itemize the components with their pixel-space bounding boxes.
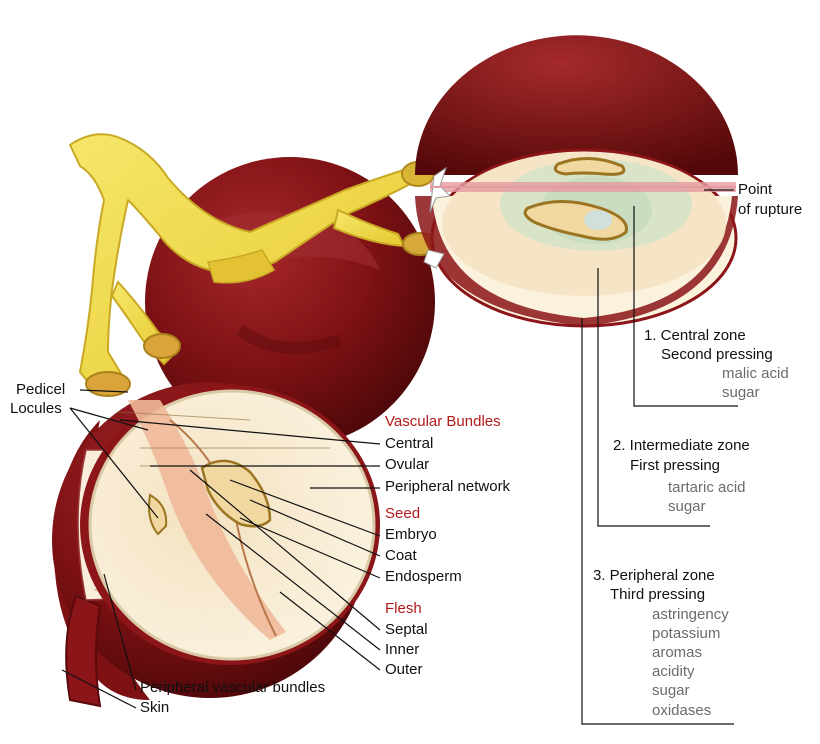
zone-pressing: First pressing bbox=[630, 457, 721, 474]
label-embryo: Embryo bbox=[385, 526, 437, 543]
zone-pressing: Third pressing bbox=[610, 586, 706, 603]
zone-component: potassium bbox=[652, 625, 721, 642]
label-outer: Outer bbox=[385, 661, 423, 678]
zone-component: sugar bbox=[652, 682, 690, 699]
label-of-rupture: of rupture bbox=[738, 201, 803, 218]
label-peripheral-network: Peripheral network bbox=[385, 478, 511, 495]
zone-title: 1. Central zone bbox=[644, 327, 746, 344]
zone-component: oxidases bbox=[652, 702, 712, 719]
grape-cross-section-icon bbox=[415, 35, 738, 328]
label-inner: Inner bbox=[385, 641, 420, 658]
zone-component: tartaric acid bbox=[668, 479, 746, 496]
label-coat: Coat bbox=[385, 547, 417, 564]
zone-component: sugar bbox=[722, 384, 760, 401]
header-vascular-bundles: Vascular Bundles bbox=[385, 413, 501, 430]
zone-pressing: Second pressing bbox=[661, 346, 773, 363]
zone-component: aromas bbox=[652, 644, 703, 661]
header-seed: Seed bbox=[385, 505, 421, 522]
label-peripheral-vascular-bundles: Peripheral vascular bundles bbox=[140, 679, 326, 696]
label-septal: Septal bbox=[385, 621, 428, 638]
header-flesh: Flesh bbox=[385, 600, 422, 617]
zone-component: malic acid bbox=[722, 365, 789, 382]
label-pedicel: Pedicel bbox=[16, 381, 66, 398]
grape-longitudinal-section-icon bbox=[52, 382, 380, 708]
label-point: Point bbox=[738, 181, 773, 198]
label-ovular: Ovular bbox=[385, 456, 430, 473]
label-locules: Locules bbox=[10, 400, 62, 417]
label-skin: Skin bbox=[140, 699, 170, 716]
zone-title: 2. Intermediate zone bbox=[613, 437, 750, 454]
label-central: Central bbox=[385, 435, 434, 452]
label-endosperm: Endosperm bbox=[385, 568, 462, 585]
zone-component: acidity bbox=[652, 663, 695, 680]
leader-lines bbox=[61, 189, 738, 725]
zone-component: sugar bbox=[668, 498, 706, 515]
zone-component: astringency bbox=[652, 606, 729, 623]
zone-title: 3. Peripheral zone bbox=[593, 567, 715, 584]
